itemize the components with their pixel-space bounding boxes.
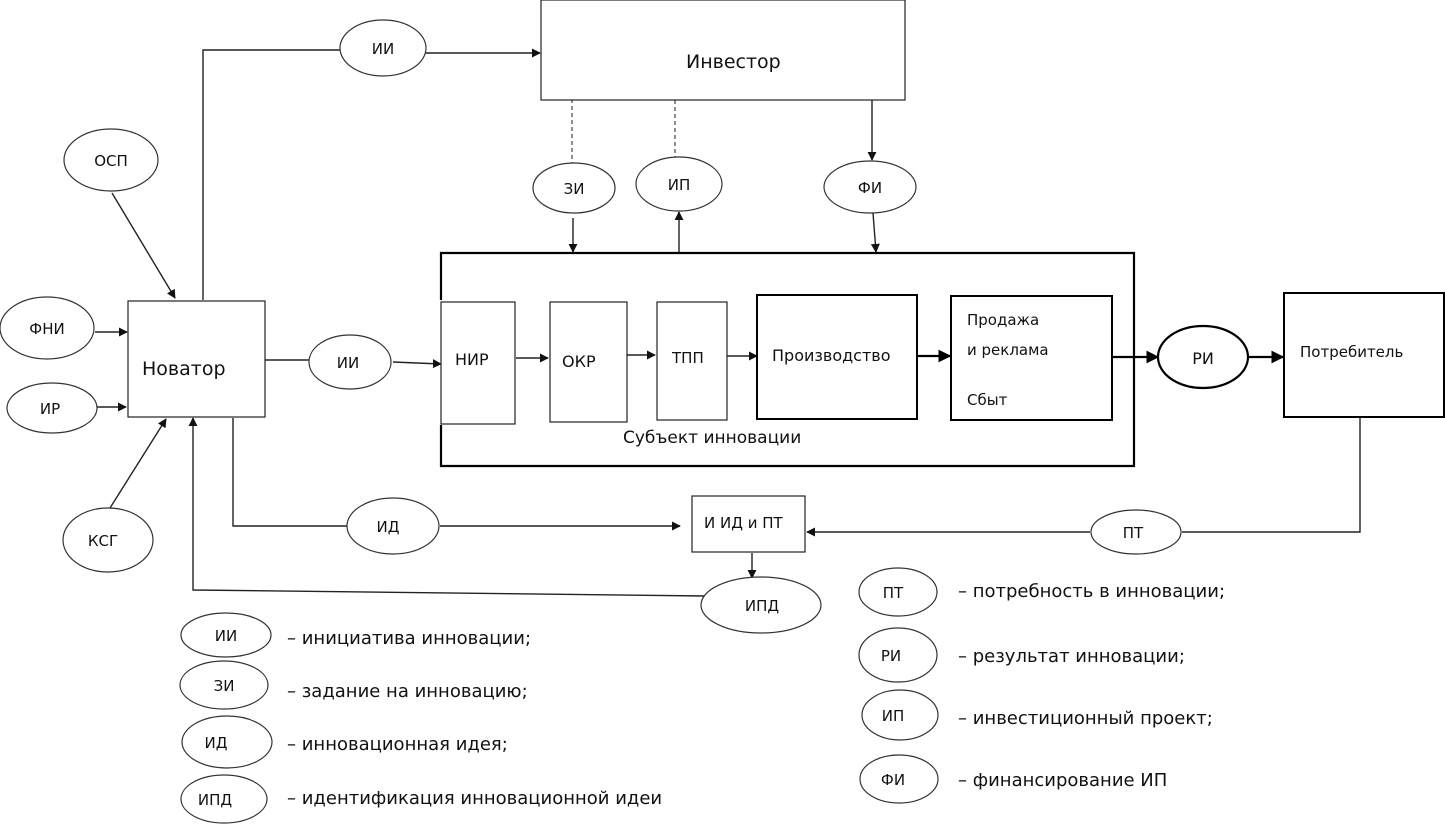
investor-node: Инвестор xyxy=(540,0,906,101)
svg-text:КСГ: КСГ xyxy=(88,532,118,550)
legend-item-ii: ИИ – инициатива инновации; xyxy=(180,612,531,658)
ellipse-fi: ФИ xyxy=(823,160,917,214)
sales-label-line2: и реклама xyxy=(967,341,1049,359)
innovator-label: Новатор xyxy=(142,358,226,380)
svg-text:ИП: ИП xyxy=(668,176,691,194)
ellipse-ii-top: ИИ xyxy=(339,19,427,77)
svg-text:ИПД: ИПД xyxy=(745,597,779,615)
innovator-node: Новатор xyxy=(127,300,266,418)
investor-label: Инвестор xyxy=(686,51,781,73)
stage-okr: ОКР xyxy=(549,301,628,423)
legend-item-zi: ЗИ – задание на инновацию; xyxy=(179,660,528,710)
ellipse-ipd: ИПД xyxy=(700,576,822,634)
svg-text:ИПД: ИПД xyxy=(198,791,232,809)
ellipse-fni: ФНИ xyxy=(0,296,95,360)
legend-item-ipd: ИПД – идентификация инновационной идеи xyxy=(180,774,662,824)
svg-text:– финансирование ИП: – финансирование ИП xyxy=(958,770,1167,791)
ellipse-id: ИД xyxy=(346,497,440,555)
svg-text:– задание на инновацию;: – задание на инновацию; xyxy=(287,681,528,702)
svg-text:– потребность в инновации;: – потребность в инновации; xyxy=(958,581,1225,602)
legend-item-ip: ИП – инвестиционный проект; xyxy=(861,689,1213,741)
svg-text:РИ: РИ xyxy=(1192,349,1214,368)
innovation-subject-container: Субъект инновации xyxy=(439,251,1136,468)
ellipse-pt: ПТ xyxy=(1090,509,1182,555)
svg-text:– инвестиционный проект;: – инвестиционный проект; xyxy=(958,708,1213,729)
edge-ipd-to-innovator xyxy=(188,417,706,597)
svg-text:– инициатива инновации;: – инициатива инновации; xyxy=(287,628,531,649)
ellipse-ir: ИР xyxy=(6,382,98,434)
edge-fi-to-subject xyxy=(870,212,880,253)
svg-text:ИП: ИП xyxy=(882,707,905,725)
edge-ii-mid-to-nir xyxy=(392,359,442,369)
legend-right: ПТ – потребность в инновации; РИ – резул… xyxy=(858,567,1225,804)
consumer-node: Потребитель xyxy=(1283,292,1445,418)
svg-text:ФНИ: ФНИ xyxy=(29,320,64,338)
okr-label: ОКР xyxy=(562,352,596,371)
stage-tpp: ТПП xyxy=(656,301,728,421)
consumer-label: Потребитель xyxy=(1300,343,1403,361)
stage-sales: Продажа и реклама Сбыт xyxy=(950,295,1113,421)
stage-nir: НИР xyxy=(440,301,516,425)
svg-text:– результат инновации;: – результат инновации; xyxy=(958,646,1185,667)
subject-caption: Субъект инновации xyxy=(623,428,801,448)
legend-item-id: ИД – инновационная идея; xyxy=(181,715,508,769)
svg-text:ОСП: ОСП xyxy=(94,152,128,170)
edge-osp-to-innovator xyxy=(111,192,176,299)
identification-node: И ИД и ПТ xyxy=(691,495,806,553)
sales-label-line3: Сбыт xyxy=(967,391,1008,409)
svg-text:ФИ: ФИ xyxy=(858,179,882,197)
svg-text:ПТ: ПТ xyxy=(883,584,904,602)
legend-item-fi: ФИ – финансирование ИП xyxy=(859,754,1167,804)
svg-text:ЗИ: ЗИ xyxy=(214,677,235,695)
nir-label: НИР xyxy=(455,350,489,369)
svg-text:ФИ: ФИ xyxy=(881,771,905,789)
subject-frame xyxy=(439,251,1136,468)
ellipse-ksg: КСГ xyxy=(62,507,154,573)
stage-production: Производство xyxy=(756,294,918,420)
legend-item-ri: РИ – результат инновации; xyxy=(858,627,1185,683)
svg-text:ЗИ: ЗИ xyxy=(564,180,585,198)
connectors xyxy=(95,32,1361,597)
edge-innovator-to-ii-top xyxy=(202,49,340,300)
svg-text:– инновационная идея;: – инновационная идея; xyxy=(287,734,508,755)
svg-text:ИИ: ИИ xyxy=(372,40,394,58)
ellipse-ri: РИ xyxy=(1156,324,1250,390)
edge-innovator-to-id xyxy=(232,418,347,527)
production-label: Производство xyxy=(772,346,891,365)
ellipse-zi: ЗИ xyxy=(532,162,616,214)
tpp-label: ТПП xyxy=(671,349,704,367)
legend-left: ИИ – инициатива инновации; ЗИ – задание … xyxy=(179,612,662,824)
legend-item-pt: ПТ – потребность в инновации; xyxy=(858,567,1225,617)
edge-ksg-to-innovator xyxy=(109,418,167,509)
svg-text:ИИ: ИИ xyxy=(337,354,359,372)
identification-label: И ИД и ПТ xyxy=(704,514,783,532)
svg-text:ПТ: ПТ xyxy=(1123,524,1144,542)
svg-text:ИР: ИР xyxy=(40,400,60,418)
ellipse-osp: ОСП xyxy=(63,128,159,192)
ellipse-ii-mid: ИИ xyxy=(308,334,392,390)
svg-text:ИД: ИД xyxy=(205,734,228,752)
edge-consumer-to-pt xyxy=(1182,417,1361,533)
svg-text:РИ: РИ xyxy=(881,647,901,665)
svg-text:– идентификация инновационной: – идентификация инновационной идеи xyxy=(287,788,662,809)
svg-text:ИД: ИД xyxy=(377,518,400,536)
svg-text:ИИ: ИИ xyxy=(215,627,237,645)
sales-label-line1: Продажа xyxy=(967,311,1039,329)
ellipse-ip: ИП xyxy=(635,156,723,212)
